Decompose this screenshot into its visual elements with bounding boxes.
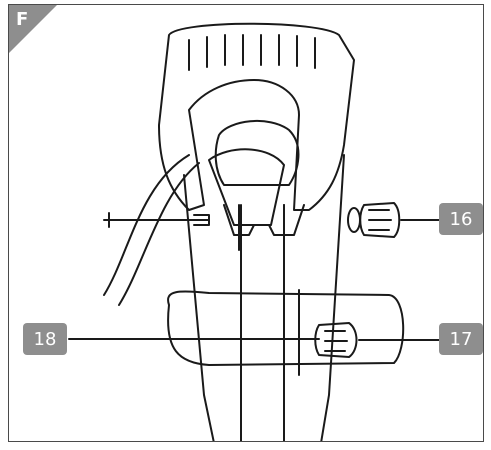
body-left-edge (183, 174, 215, 441)
panel-letter: F (16, 9, 29, 30)
panel-corner-tab (9, 5, 57, 53)
callout-17: 17 (439, 323, 483, 355)
shaft-bracket (223, 204, 305, 236)
strap (208, 148, 285, 226)
knob-16 (359, 202, 401, 238)
figure-frame: F 16 17 18 (8, 4, 484, 442)
assembly-drawing (68, 22, 440, 441)
power-cord (103, 154, 190, 296)
knob-17 (314, 322, 358, 358)
callout-16: 16 (439, 203, 483, 235)
callout-18: 18 (23, 323, 67, 355)
power-cord-inner (118, 162, 200, 306)
motor-housing (214, 119, 300, 186)
body-right-edge (320, 154, 345, 441)
handle-outline (158, 22, 355, 211)
knob-16-washer (347, 207, 361, 233)
lower-housing (167, 290, 405, 366)
